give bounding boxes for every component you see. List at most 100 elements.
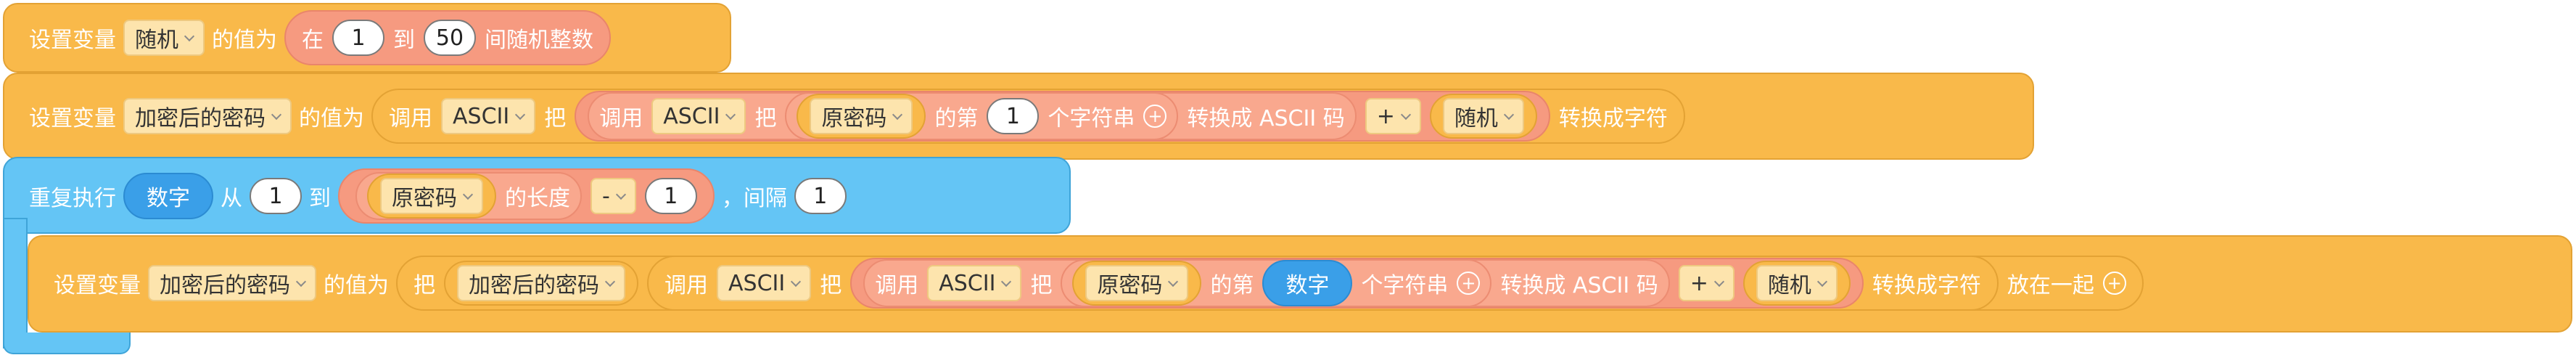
value-label: 的值为 [212,28,277,53]
variable-reporter-random[interactable]: 随机 [1429,94,1537,139]
lib-name: ASCII [728,270,786,296]
chevron-down-icon [1504,111,1514,121]
variable-reporter-password[interactable]: 原密码 [797,94,926,139]
variable-name: 随机 [1767,273,1811,298]
call-ascii-outer-block[interactable]: 调用 ASCII 把 调用 ASCII 把 [647,256,1999,311]
ascii-dropdown[interactable]: ASCII [441,98,536,134]
chevron-down-icon [463,191,473,201]
unit-label: 个字符串 [1048,106,1135,131]
variable-name: 原密码 [392,186,457,211]
ba-label: 把 [413,273,435,298]
loop-variable-number[interactable]: 数字 [123,173,213,219]
ascii-dropdown[interactable]: ASCII [651,98,746,134]
from-label: 从 [221,186,242,211]
nth-label: 的第 [934,106,979,131]
chevron-down-icon [1714,278,1724,288]
ba-label: 把 [544,106,567,131]
unit-label: 个字符串 [1361,273,1449,298]
repeat-loop-bottom [3,333,131,354]
variable-dropdown-encrypted[interactable]: 加密后的密码 [148,265,316,301]
variable-dropdown-encrypted[interactable]: 加密后的密码 [123,98,292,134]
operator-symbol: + [1376,103,1395,129]
subtract-operator-block[interactable]: 原密码 的长度 - 1 [338,168,715,224]
variable-reporter-encrypted[interactable]: 加密后的密码 [444,261,638,306]
chevron-down-icon [892,111,902,121]
join-label: 放在一起 [2007,273,2094,298]
call-label: 调用 [664,273,708,298]
operator-dropdown[interactable]: - [590,178,636,214]
chevron-down-icon [184,33,194,43]
loop-variable-number[interactable]: 数字 [1262,260,1353,306]
block1-row: 设置变量 随机 的值为 在 1 到 50 间随机整数 [29,10,611,65]
operator-symbol: + [1690,270,1708,296]
random-to-input[interactable]: 50 [424,20,476,56]
variable-reporter-password[interactable]: 原密码 [367,174,496,219]
lib-name: ASCII [663,103,720,129]
variable-name: 加密后的密码 [135,106,266,131]
ba-label: 把 [820,273,842,298]
random-from-input[interactable]: 1 [332,20,384,56]
block2-row: 设置变量 加密后的密码 的值为 调用 ASCII 把 调用 ASCII 把 [29,89,1685,144]
set-variable-label: 设置变量 [29,28,116,53]
plus-icon[interactable]: + [1143,105,1167,128]
join-block[interactable]: 把 加密后的密码 调用 ASCII 把 调用 ASC [396,256,2144,311]
chevron-down-icon [725,111,736,121]
variable-dropdown-password[interactable]: 原密码 [1085,265,1189,301]
variable-dropdown-random[interactable]: 随机 [1442,98,1524,134]
chevron-down-icon [1001,278,1011,288]
variable-name: 随机 [135,28,178,53]
chevron-down-icon [515,111,525,121]
chevron-down-icon [1817,278,1827,288]
ba-label: 把 [1030,273,1053,298]
chevron-down-icon [791,278,801,288]
operator-dropdown[interactable]: + [1678,265,1735,301]
from-input[interactable]: 1 [250,178,302,214]
length-block[interactable]: 原密码 的长度 [355,172,582,220]
variable-name: 原密码 [821,106,887,131]
variable-dropdown-password[interactable]: 原密码 [380,178,483,214]
call-label: 调用 [599,106,643,131]
lib-name: ASCII [453,103,510,129]
add-operator-block[interactable]: 调用 ASCII 把 原密码 的第 1 [575,91,1550,142]
length-label: 的长度 [505,186,570,211]
call-ascii-inner-block[interactable]: 调用 ASCII 把 原密码 的第 1 [588,92,1357,140]
call-ascii-outer-block[interactable]: 调用 ASCII 把 调用 ASCII 把 原密码 [371,89,1685,144]
value-label: 的值为 [324,273,389,298]
plus-icon[interactable]: + [2102,272,2126,295]
plus-icon[interactable]: + [1457,272,1481,295]
variable-name: 加密后的密码 [160,273,290,298]
call-ascii-inner-block[interactable]: 调用 ASCII 把 原密码 [863,259,1670,307]
convert-ascii-label: 转换成 ASCII 码 [1187,106,1345,131]
repeat-label: 重复执行 [29,186,116,211]
set-variable-label: 设置变量 [29,106,116,131]
convert-char-label: 转换成字符 [1558,106,1668,131]
random-integer-block[interactable]: 在 1 到 50 间随机整数 [284,10,611,65]
chevron-down-icon [616,191,626,201]
char-at-block[interactable]: 原密码 的第 数字 个字符串 + [1061,259,1492,307]
ascii-dropdown[interactable]: ASCII [717,265,812,301]
step-label: ，间隔 [721,186,787,211]
char-at-block[interactable]: 原密码 的第 1 个字符串 + [785,92,1179,140]
variable-reporter-password[interactable]: 原密码 [1072,261,1202,306]
set-variable-label: 设置变量 [54,273,141,298]
add-operator-block[interactable]: 调用 ASCII 把 原密码 [850,258,1864,309]
index-input[interactable]: 1 [987,98,1040,134]
variable-name: 随机 [1454,106,1498,131]
variable-dropdown-password[interactable]: 原密码 [810,98,913,134]
variable-dropdown-random[interactable]: 随机 [1756,265,1838,301]
variable-dropdown-random[interactable]: 随机 [123,20,205,56]
call-label: 调用 [389,106,432,131]
variable-reporter-random[interactable]: 随机 [1742,261,1851,306]
chevron-down-icon [271,111,281,121]
block4-row: 设置变量 加密后的密码 的值为 把 加密后的密码 调用 ASCII 把 [54,256,2144,311]
step-input[interactable]: 1 [794,178,847,214]
random-to-label: 到 [393,28,415,53]
operator-dropdown[interactable]: + [1365,98,1421,134]
chevron-down-icon [605,278,615,288]
minus-input[interactable]: 1 [644,178,697,214]
ascii-dropdown[interactable]: ASCII [927,265,1022,301]
operator-symbol: - [602,183,610,209]
variable-dropdown-encrypted[interactable]: 加密后的密码 [457,265,625,301]
random-prefix: 在 [302,28,324,53]
